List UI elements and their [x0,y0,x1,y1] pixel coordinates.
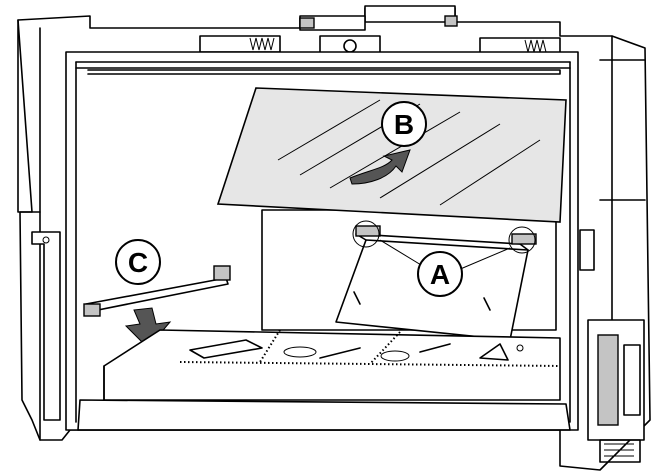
top-hinge-mechanism [199,35,561,57]
callout-c: C [115,239,161,285]
svg-text:B: B [394,109,414,140]
svg-text:A: A [430,259,450,290]
firebox-floor [77,329,571,431]
control-unit [579,229,645,463]
left-side-bracket [31,231,61,421]
callout-a-leader [379,239,511,271]
lift-arrow [349,149,411,185]
bottom-bar [83,265,231,317]
svg-text:C: C [128,247,148,278]
callout-a: A [417,251,463,297]
callout-b: B [381,101,427,147]
